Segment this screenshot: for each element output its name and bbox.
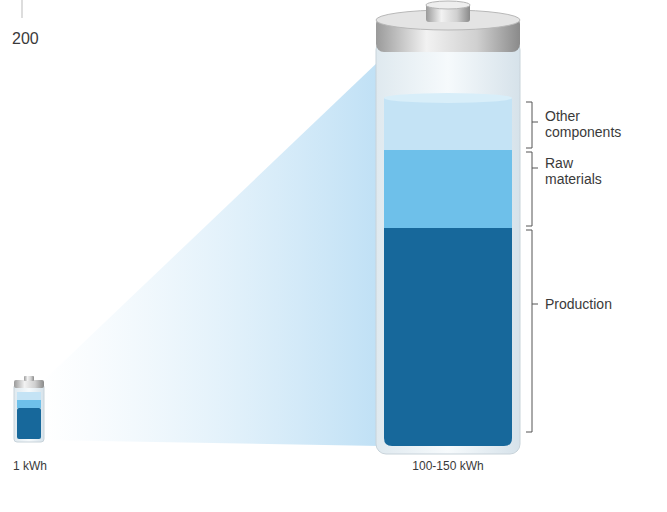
small-battery xyxy=(14,376,44,442)
axis-line xyxy=(22,0,23,18)
capacity-label: 1 kWh xyxy=(13,460,47,474)
projection-beam xyxy=(40,60,380,446)
part-label: Other components xyxy=(545,108,640,140)
part-label: Raw materials xyxy=(545,155,625,187)
capacity-label: 100-150 kWh xyxy=(412,460,483,474)
bracket xyxy=(526,102,538,432)
axis-value: 200 xyxy=(12,30,39,48)
part-label: Production xyxy=(545,296,612,312)
large-battery xyxy=(376,1,520,454)
